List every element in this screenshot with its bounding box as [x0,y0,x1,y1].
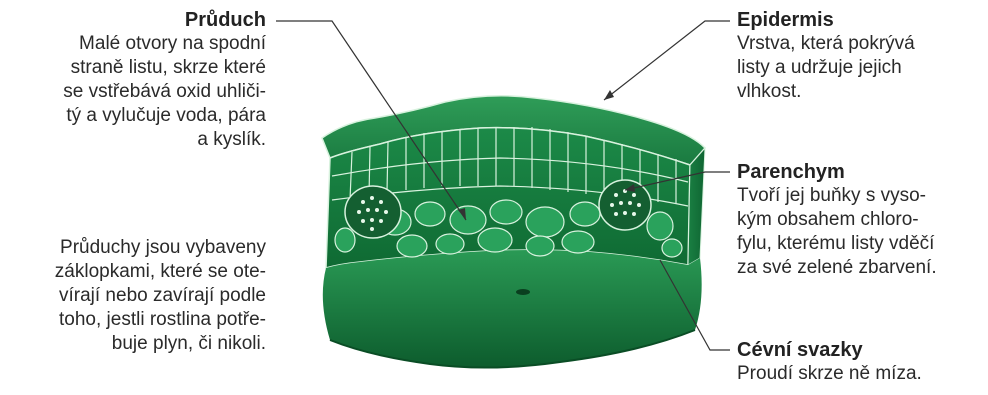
vascular-desc-line: Proudí skrze ně míza. [737,362,922,386]
guard-cells-annotation: Průduchy jsou vybaveny záklopkami, které… [55,236,266,356]
guard-cells-desc-line: záklopkami, které se ote- [55,260,266,284]
parenchyma-desc-line: za své zelené zbarvení. [737,256,937,280]
guard-cells-desc-line: vírají nebo zavírají podle [55,284,266,308]
vascular-title: Cévní svazky [737,338,922,362]
epidermis-desc-line: listy a udržuje jejich [737,56,915,80]
vascular-annotation: Cévní svazky Proudí skrze ně míza. [737,338,922,386]
epidermis-desc-line: Vrstva, která pokrývá [737,32,915,56]
parenchyma-title: Parenchym [737,160,937,184]
parenchyma-desc-line: fylu, kterému listy vděčí [737,232,937,256]
vascular-bundle-left [345,186,401,238]
stoma-annotation: Průduch Malé otvory na spodní straně lis… [63,8,266,152]
parenchyma-desc-line: kým obsahem chloro- [737,208,937,232]
stoma-desc-line: Malé otvory na spodní [63,32,266,56]
stoma-desc-line: tý a vylučuje voda, pára [63,104,266,128]
epidermis-title: Epidermis [737,8,915,32]
guard-cells-desc-line: Průduchy jsou vybaveny [55,236,266,260]
stoma-desc-line: a kyslík. [63,128,266,152]
vascular-bundle-right [599,180,651,230]
guard-cells-desc-line: buje plyn, či nikoli. [55,332,266,356]
epidermis-arrowhead [604,90,614,100]
epidermis-leader-line [604,21,730,100]
stoma-desc-line: straně listu, skrze které [63,56,266,80]
lower-leaf-body [323,250,702,368]
parenchyma-annotation: Parenchym Tvoří jej buňky s vyso- kým ob… [737,160,937,280]
stoma-opening [516,289,530,295]
epidermis-annotation: Epidermis Vrstva, která pokrývá listy a … [737,8,915,104]
side-cut-face [688,148,705,265]
epidermis-desc-line: vlhkost. [737,80,915,104]
stoma-desc-line: se vstřebává oxid uhliči- [63,80,266,104]
guard-cells-desc-line: toho, jestli rostlina potře- [55,308,266,332]
parenchyma-desc-line: Tvoří jej buňky s vyso- [737,184,937,208]
stoma-title: Průduch [63,8,266,32]
